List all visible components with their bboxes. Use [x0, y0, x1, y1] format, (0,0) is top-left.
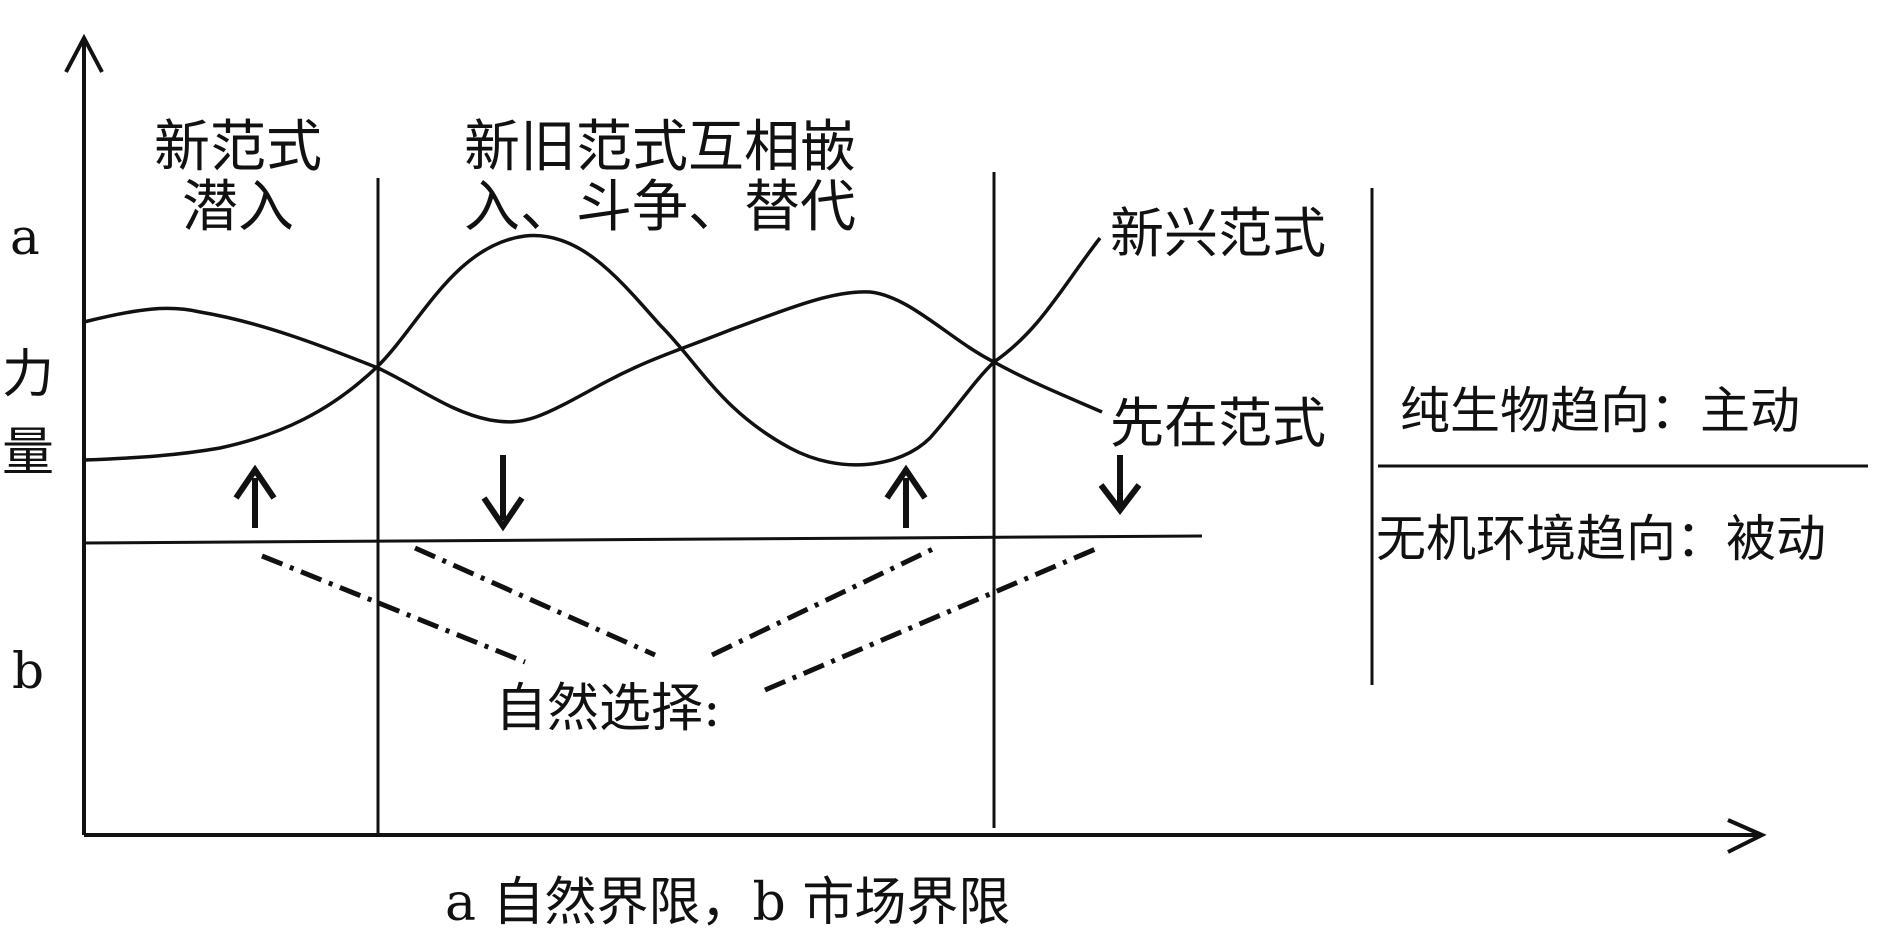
existing-paradigm-label: 先在范式: [1110, 392, 1326, 455]
axis-label-b: b: [12, 642, 44, 700]
emerging-paradigm-curve: [83, 233, 1102, 467]
arrow-down-2: [1098, 455, 1142, 515]
selection-lines: [261, 545, 1099, 693]
phase1-title-line2: 潜入: [182, 175, 294, 240]
axis-label-a: a: [10, 208, 40, 266]
right-bottom-label: 无机环境趋向：被动: [1376, 510, 1826, 568]
arrow-up-1: [233, 464, 277, 528]
boundary-line: [83, 534, 1203, 545]
y-axis-arrowhead: [64, 33, 104, 73]
x-axis-caption: a 自然界限，b 市场界限: [445, 873, 1010, 932]
right-top-label: 纯生物趋向：主动: [1400, 382, 1800, 440]
arrow-down-1: [481, 455, 525, 532]
y-axis-label-2: 量: [2, 423, 54, 483]
arrow-up-2: [884, 464, 928, 528]
emerging-paradigm-label: 新兴范式: [1110, 202, 1326, 265]
natural-selection-label: 自然选择:: [495, 679, 721, 739]
y-axis-label-1: 力: [2, 345, 54, 405]
existing-paradigm-curve: [83, 290, 1103, 424]
phase2-title-line2: 入、斗争、替代: [464, 175, 856, 240]
phase2-title-line1: 新旧范式互相嵌: [464, 115, 856, 180]
x-axis-arrowhead: [1727, 818, 1767, 854]
phase1-title-line1: 新范式: [154, 115, 322, 180]
